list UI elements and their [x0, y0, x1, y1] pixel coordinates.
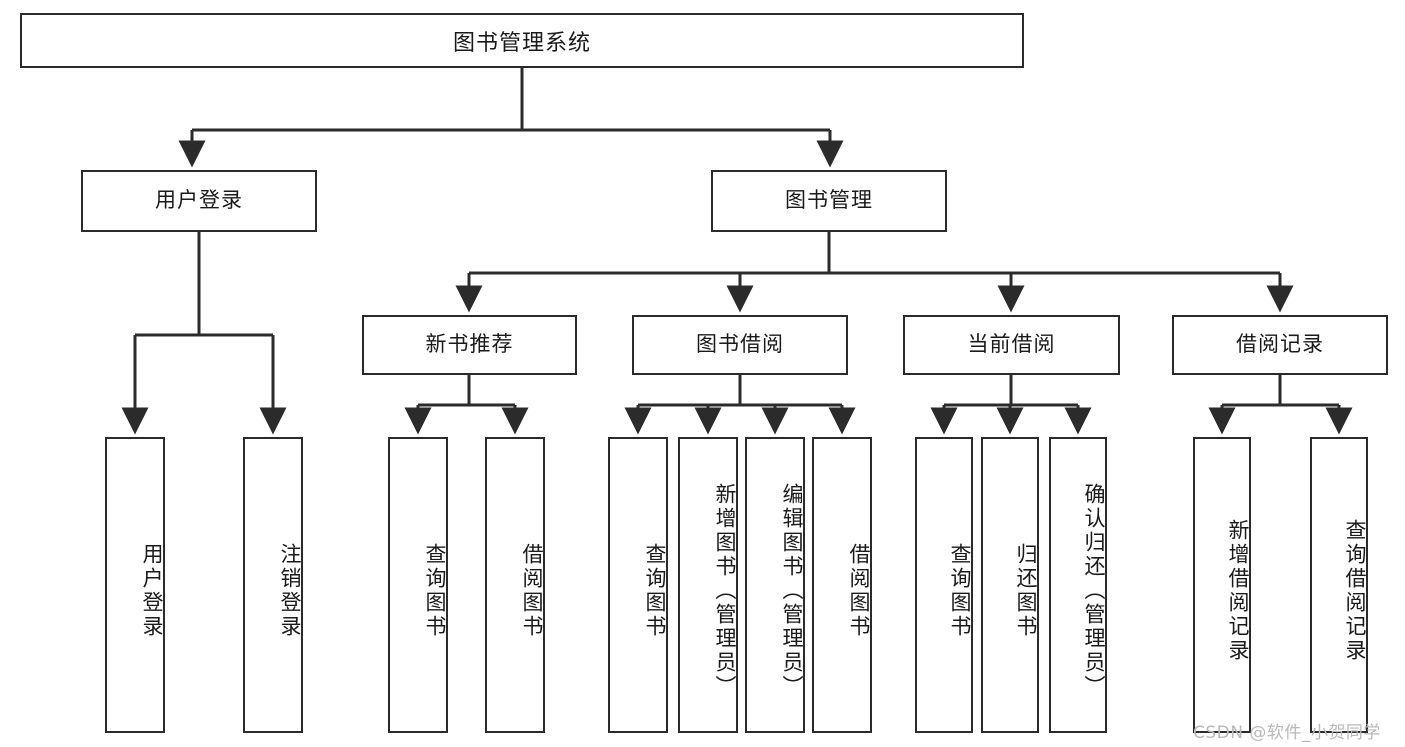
node-label: 查询借阅记录 [1343, 519, 1367, 663]
node-label: 确认归还（管理员） [1082, 483, 1106, 699]
node-label: 借阅图书 [520, 543, 544, 639]
csdn-watermark: CSDN @软件_小贺同学 [1193, 723, 1381, 743]
node-book-borrow[interactable]: 图书借阅 [632, 315, 848, 375]
node-current-borrow[interactable]: 当前借阅 [903, 315, 1120, 375]
node-new-book-recommend[interactable]: 新书推荐 [362, 315, 577, 375]
node-borrow-record[interactable]: 借阅记录 [1172, 315, 1388, 375]
node-label: 借阅图书 [847, 543, 871, 639]
node-label: 查询图书 [643, 543, 667, 639]
node-leaf-return-book[interactable]: 归还图书 [981, 437, 1039, 733]
node-leaf-confirm-return[interactable]: 确认归还（管理员） [1049, 437, 1107, 733]
node-label: 新增借阅记录 [1226, 519, 1250, 663]
node-label: 借阅记录 [1236, 332, 1324, 357]
node-leaf-query-book-2[interactable]: 查询图书 [608, 437, 668, 733]
node-leaf-edit-book[interactable]: 编辑图书（管理员） [745, 437, 805, 733]
node-leaf-query-record[interactable]: 查询借阅记录 [1310, 437, 1368, 733]
node-label: 查询图书 [948, 543, 972, 639]
node-label: 查询图书 [423, 543, 447, 639]
node-label: 用户登录 [155, 188, 243, 213]
node-label: 编辑图书（管理员） [780, 483, 804, 699]
node-book-management[interactable]: 图书管理 [711, 170, 947, 232]
node-label: 归还图书 [1014, 543, 1038, 639]
node-leaf-query-book-1[interactable]: 查询图书 [388, 437, 448, 733]
node-root-book-management-system[interactable]: 图书管理系统 [20, 13, 1024, 68]
node-label: 图书管理系统 [452, 30, 591, 56]
node-label: 新书推荐 [425, 332, 514, 357]
node-label: 图书借阅 [696, 332, 784, 357]
node-leaf-user-logout[interactable]: 注销登录 [243, 437, 303, 733]
node-leaf-add-record[interactable]: 新增借阅记录 [1193, 437, 1251, 733]
node-user-login[interactable]: 用户登录 [81, 170, 317, 232]
node-leaf-user-login[interactable]: 用户登录 [105, 437, 165, 733]
node-leaf-borrow-book-2[interactable]: 借阅图书 [812, 437, 872, 733]
node-label: 注销登录 [278, 543, 302, 639]
node-label: 新增图书（管理员） [713, 483, 737, 699]
node-leaf-add-book[interactable]: 新增图书（管理员） [678, 437, 738, 733]
node-leaf-query-book-3[interactable]: 查询图书 [915, 437, 973, 733]
node-label: 当前借阅 [967, 332, 1056, 357]
node-label: 图书管理 [785, 188, 873, 213]
node-label: 用户登录 [140, 543, 164, 639]
node-leaf-borrow-book-1[interactable]: 借阅图书 [485, 437, 545, 733]
